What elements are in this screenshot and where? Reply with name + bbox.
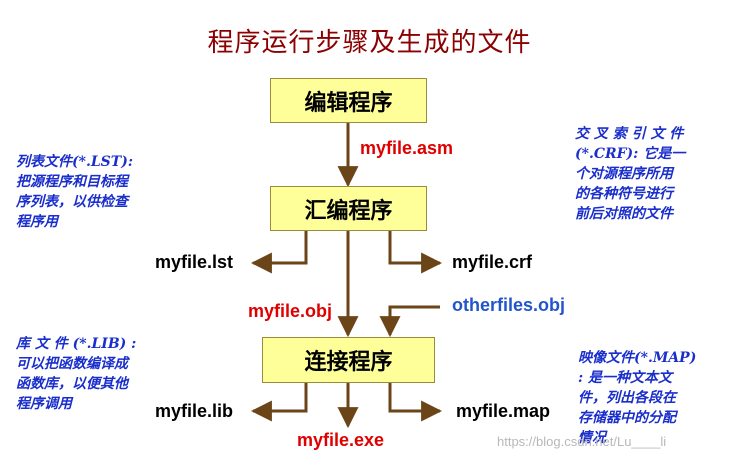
note-lst: 列表文件(*.LST): 把源程序和目标程 序列表，以供检查 程序用 [16, 152, 133, 232]
box-link-program: 连接程序 [262, 337, 435, 383]
arrow-otherfiles-to-link [379, 305, 440, 338]
file-lib: myfile.lib [155, 401, 234, 421]
arrow-to-crf [388, 231, 443, 274]
note-map: 映像文件(*.MAP) : 是一种文本文 件，列出各段在 存储器中的分配 情况 [578, 348, 696, 448]
note-map-line: 存储器中的分配 [578, 410, 676, 426]
note-lib: 库 文 件 (*.LIB) : 可以把函数编译成 函数库，以便其他 程序调用 [16, 334, 136, 414]
file-crf: myfile.crf [452, 252, 533, 272]
note-crf-line: 前后对照的文件 [575, 206, 673, 222]
file-otherfiles-obj: otherfiles.obj [452, 295, 566, 315]
note-map-line: 件，列出各段在 [578, 390, 676, 406]
note-lst-line: 列表文件(*.LST): [16, 154, 133, 170]
note-crf: 交 叉 索 引 文 件 (*.CRF): 它是一 个对源程序所用 的各种符号进行… [575, 124, 685, 224]
note-crf-line: 个对源程序所用 [575, 166, 673, 182]
note-map-line: : 是一种文本文 [578, 370, 673, 386]
note-lst-line: 程序用 [16, 214, 58, 230]
watermark: https://blog.csdn.net/Lu____li [497, 434, 667, 449]
note-lib-line: 程序调用 [16, 396, 72, 412]
note-crf-line: (*.CRF): 它是一 [575, 146, 686, 162]
note-crf-line: 交 叉 索 引 文 件 [575, 126, 684, 142]
note-lib-line: 库 文 件 (*.LIB) : [16, 336, 137, 352]
arrow-to-map [388, 383, 443, 422]
file-map: myfile.map [456, 401, 551, 421]
file-exe: myfile.exe [297, 430, 385, 450]
file-lst: myfile.lst [155, 252, 234, 272]
box-edit-program: 编辑程序 [270, 78, 427, 123]
arrow-to-lib [250, 383, 308, 422]
arrow-to-lst [250, 231, 308, 274]
note-lst-line: 把源程序和目标程 [16, 174, 128, 190]
box-assemble-program: 汇编程序 [270, 186, 427, 231]
note-lib-line: 可以把函数编译成 [16, 356, 128, 372]
note-map-line: 情况 [578, 430, 606, 446]
note-lst-line: 序列表，以供检查 [16, 194, 128, 210]
file-asm: myfile.asm [360, 138, 454, 158]
diagram-title: 程序运行步骤及生成的文件 [207, 28, 532, 58]
file-obj: myfile.obj [248, 301, 333, 321]
note-crf-line: 的各种符号进行 [575, 186, 673, 202]
note-map-line: 映像文件(*.MAP) [578, 350, 697, 366]
note-lib-line: 函数库，以便其他 [16, 376, 128, 392]
